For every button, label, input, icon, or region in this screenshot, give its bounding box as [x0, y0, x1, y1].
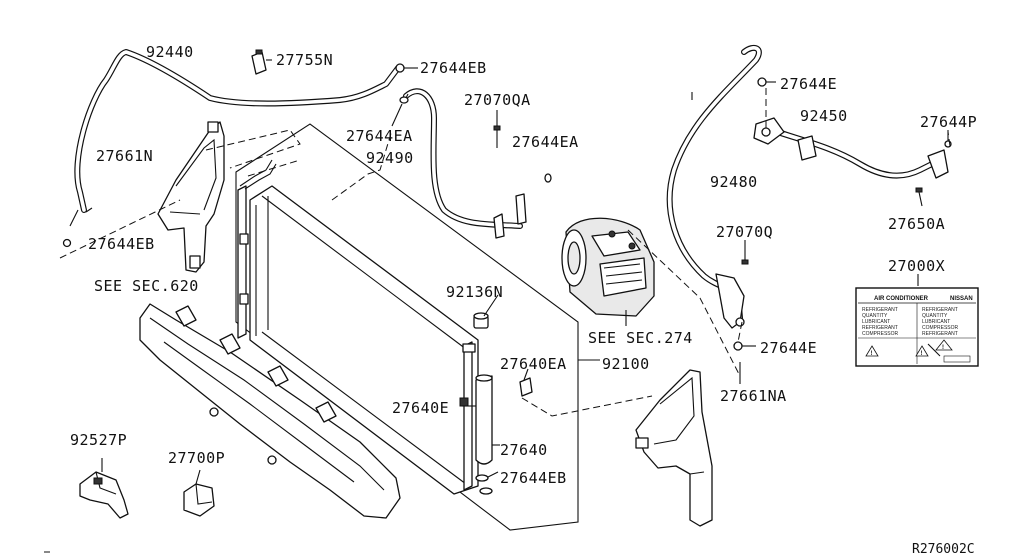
- label-92490: 92490: [366, 149, 414, 167]
- label-27640: 27640: [500, 441, 548, 459]
- label-92450: 92450: [800, 107, 848, 125]
- label-27661N: 27661N: [96, 147, 153, 165]
- part-labels: 92440 27755N 27644EB 27644EA 92490 27070…: [70, 43, 977, 557]
- diagram-reference-code: R276002C: [912, 542, 975, 557]
- sensor-27700P: [183, 469, 215, 517]
- compressor: [561, 217, 655, 326]
- warning-mark-3: !: [942, 345, 944, 351]
- label-27644EA-b: 27644EA: [512, 133, 579, 151]
- label-card-title: AIR CONDITIONER: [874, 296, 929, 302]
- label-27644E-bottom: 27644E: [760, 339, 817, 357]
- ac-label-card-27000X: AIR CONDITIONER NISSAN REFRIGERANT QUANT…: [855, 274, 979, 367]
- label-card-right-line-5: REFRIGERANT: [922, 331, 958, 337]
- label-card-brand: NISSAN: [950, 296, 973, 302]
- label-27644EB-top: 27644EB: [420, 59, 487, 77]
- air-guide-27661NA: [635, 369, 713, 527]
- warning-triangle-icon: [865, 345, 879, 357]
- label-27000X: 27000X: [888, 257, 945, 275]
- label-92527P: 92527P: [70, 431, 127, 449]
- label-27644P: 27644P: [920, 113, 977, 131]
- lower-bracket: [139, 303, 401, 519]
- label-see-sec-620: SEE SEC.620: [94, 277, 199, 295]
- label-see-sec-274: SEE SEC.274: [588, 329, 693, 347]
- label-27661NA: 27661NA: [720, 387, 787, 405]
- label-27644EA-a: 27644EA: [346, 127, 413, 145]
- label-27644E-top: 27644E: [780, 75, 837, 93]
- label-card-left-line-5: COMPRESSOR: [862, 331, 899, 337]
- warning-mark-2: !: [921, 351, 923, 357]
- warning-triangle-icon: [935, 339, 953, 351]
- bracket-92527P: [79, 458, 129, 519]
- condenser-assembly: [235, 123, 600, 531]
- label-27070Q: 27070Q: [716, 223, 773, 241]
- warning-mark-1: !: [871, 351, 873, 357]
- label-27070QA: 27070QA: [464, 91, 531, 109]
- hose-92450: [753, 117, 949, 179]
- warning-triangle-icon: [915, 345, 929, 357]
- label-card-left-line-2: QUANTITY: [862, 313, 888, 319]
- label-card-left-line-3: LUBRICANT: [862, 319, 890, 325]
- air-guide-27661N: [157, 121, 225, 273]
- label-card-right-line-2: QUANTITY: [922, 313, 948, 319]
- label-27640E: 27640E: [392, 399, 449, 417]
- hose-92490: [403, 88, 527, 239]
- label-92136N: 92136N: [446, 283, 503, 301]
- label-card-right-line-3: LUBRICANT: [922, 319, 950, 325]
- label-27640EA: 27640EA: [500, 355, 567, 373]
- label-27644EB-bottom: 27644EB: [500, 469, 567, 487]
- label-27650A: 27650A: [888, 215, 945, 233]
- hose-92480: [666, 44, 762, 329]
- label-92440: 92440: [146, 43, 194, 61]
- label-92100: 92100: [602, 355, 650, 373]
- label-27644EB-left: 27644EB: [88, 235, 155, 253]
- label-card-left-line-4: REFRIGERANT: [862, 325, 898, 331]
- label-27700P: 27700P: [168, 449, 225, 467]
- label-card-left-line-1: REFRIGERANT: [862, 307, 898, 313]
- label-card-right-line-4: COMPRESSOR: [922, 325, 959, 331]
- label-card-right-line-1: REFRIGERANT: [922, 307, 958, 313]
- hose-92440: [69, 49, 401, 227]
- label-27755N: 27755N: [276, 51, 333, 69]
- reference-lines: [59, 88, 951, 417]
- label-92480: 92480: [710, 173, 758, 191]
